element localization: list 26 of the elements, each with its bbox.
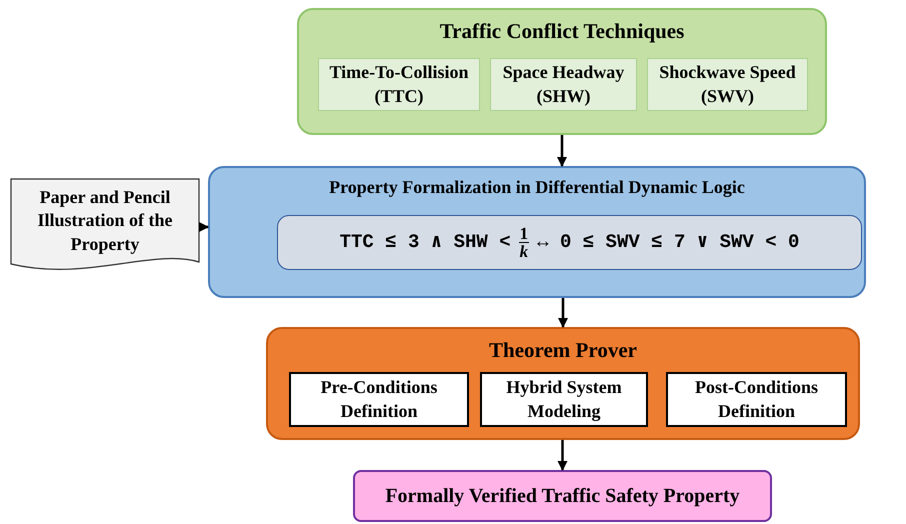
- group-box: [266, 327, 860, 440]
- node-label: Formally Verified Traffic Safety Property: [384, 484, 741, 509]
- arrow: [199, 222, 209, 232]
- process-box: [490, 58, 637, 111]
- group-title: Traffic Conflict Techniques: [438, 18, 686, 45]
- process-box: [666, 372, 847, 427]
- process-box: [289, 372, 469, 427]
- node-label: Paper and Pencil Illustration of the Property: [36, 186, 174, 256]
- group-title: Theorem Prover: [488, 337, 638, 364]
- arrow: [558, 440, 568, 471]
- process-box: [353, 470, 772, 522]
- process-box: [480, 372, 648, 427]
- node-label: Post-Conditions Definition: [694, 376, 820, 422]
- arrow: [558, 298, 568, 328]
- node-label: Hybrid System Modeling: [505, 376, 623, 423]
- process-box: [647, 58, 808, 111]
- group-box: [297, 8, 827, 135]
- node-label: Pre-Conditions Definition: [320, 376, 438, 422]
- arrow: [557, 135, 567, 167]
- node-label: Time-To-Collision (TTC): [328, 61, 470, 108]
- group-title: Property Formalization in Differential Dynamic Logic: [328, 176, 746, 199]
- node-label: Space Headway (SHW): [502, 61, 626, 108]
- node-label: Shockwave Speed (SWV): [658, 61, 797, 108]
- process-box: [318, 58, 480, 111]
- formula-box: [277, 215, 862, 270]
- group-box: [208, 166, 866, 298]
